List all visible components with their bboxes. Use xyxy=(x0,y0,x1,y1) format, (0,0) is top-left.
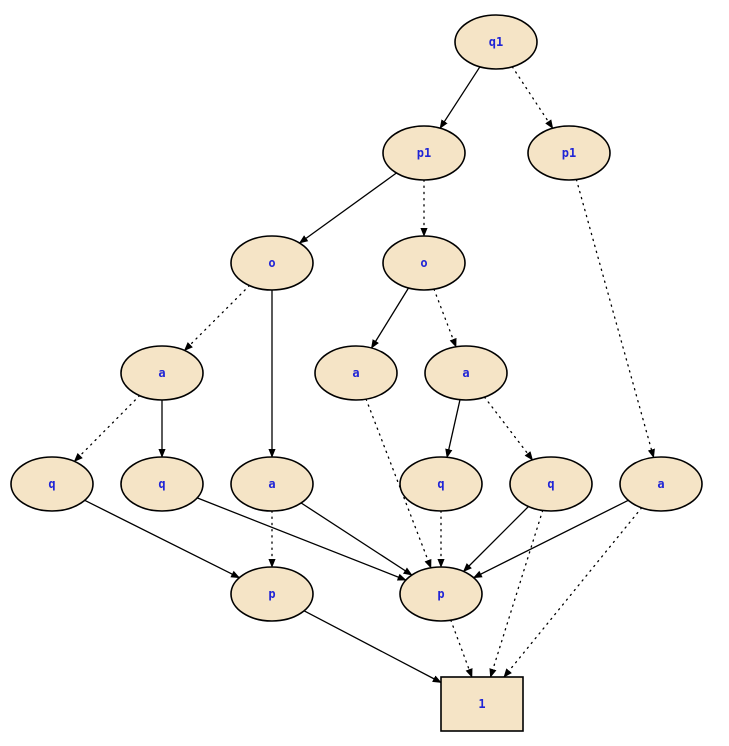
node-label: q xyxy=(437,477,444,491)
node-label: a xyxy=(158,366,165,380)
node-p_mid: p xyxy=(399,566,483,622)
edge-q_1-to-p_left xyxy=(84,499,241,579)
edge-a_4-to-p_mid xyxy=(300,502,413,576)
node-ellipse xyxy=(314,345,398,401)
node-ellipse xyxy=(230,235,314,291)
node-ellipse xyxy=(399,566,483,622)
node-p1_left: p1 xyxy=(382,125,466,181)
node-q_4: q xyxy=(509,456,593,512)
node-ellipse xyxy=(120,456,204,512)
edge-q1_root-to-p1_right xyxy=(511,66,554,129)
node-label: q1 xyxy=(489,35,503,49)
edge-p_left-to-terminal_1 xyxy=(303,610,442,684)
node-a_3: a xyxy=(424,345,508,401)
node-o_mid: o xyxy=(382,235,466,291)
node-label: a xyxy=(352,366,359,380)
edge-q1_root-to-p1_left xyxy=(439,66,481,129)
node-ellipse xyxy=(230,566,314,622)
node-label: p1 xyxy=(562,146,576,160)
edge-a_5-to-p_mid xyxy=(472,499,629,579)
edge-p1_left-to-o_left xyxy=(298,172,397,244)
node-q_1: q xyxy=(10,456,94,512)
edge-a_5-to-terminal_1 xyxy=(503,507,643,678)
edge-a_3-to-q_3 xyxy=(445,399,461,459)
node-p_left: p xyxy=(230,566,314,622)
node-label: a xyxy=(462,366,469,380)
node-ellipse xyxy=(382,235,466,291)
edge-o_mid-to-a_3 xyxy=(433,288,457,348)
node-ellipse xyxy=(509,456,593,512)
node-q_3: q xyxy=(399,456,483,512)
edge-a_3-to-q_4 xyxy=(483,396,534,461)
node-a_1: a xyxy=(120,345,204,401)
node-a_5: a xyxy=(619,456,703,512)
node-ellipse xyxy=(399,456,483,512)
edge-q_4-to-terminal_1 xyxy=(489,509,544,678)
node-ellipse xyxy=(527,125,611,181)
node-ellipse xyxy=(230,456,314,512)
node-ellipse xyxy=(454,14,538,70)
edges-layer xyxy=(73,66,655,684)
node-ellipse xyxy=(382,125,466,181)
node-label: o xyxy=(420,256,427,270)
edge-o_mid-to-a_2 xyxy=(370,287,410,349)
node-label: o xyxy=(268,256,275,270)
node-label: a xyxy=(657,477,664,491)
edge-q_4-to-p_mid xyxy=(462,506,529,573)
node-label: p xyxy=(437,587,444,601)
node-ellipse xyxy=(619,456,703,512)
node-label: q xyxy=(158,477,165,491)
node-q_2: q xyxy=(120,456,204,512)
node-ellipse xyxy=(10,456,94,512)
edge-p_mid-to-terminal_1 xyxy=(450,619,473,678)
node-terminal_1: 1 xyxy=(440,676,524,732)
node-label: q xyxy=(48,477,55,491)
node-o_left: o xyxy=(230,235,314,291)
node-label: a xyxy=(268,477,275,491)
node-ellipse xyxy=(424,345,508,401)
edge-o_left-to-a_1 xyxy=(183,284,251,352)
node-label: q xyxy=(547,477,554,491)
edge-a_1-to-q_1 xyxy=(73,394,141,463)
edge-p1_right-to-a_5 xyxy=(575,178,655,459)
node-ellipse xyxy=(120,345,204,401)
node-label: p1 xyxy=(417,146,431,160)
edge-q_2-to-p_mid xyxy=(196,497,407,581)
node-a_4: a xyxy=(230,456,314,512)
edge-a_2-to-p_mid xyxy=(365,398,432,569)
node-label: p xyxy=(268,587,275,601)
node-a_2: a xyxy=(314,345,398,401)
terminal-box xyxy=(440,676,524,732)
node-q1_root: q1 xyxy=(454,14,538,70)
node-p1_right: p1 xyxy=(527,125,611,181)
node-label: 1 xyxy=(478,697,485,711)
